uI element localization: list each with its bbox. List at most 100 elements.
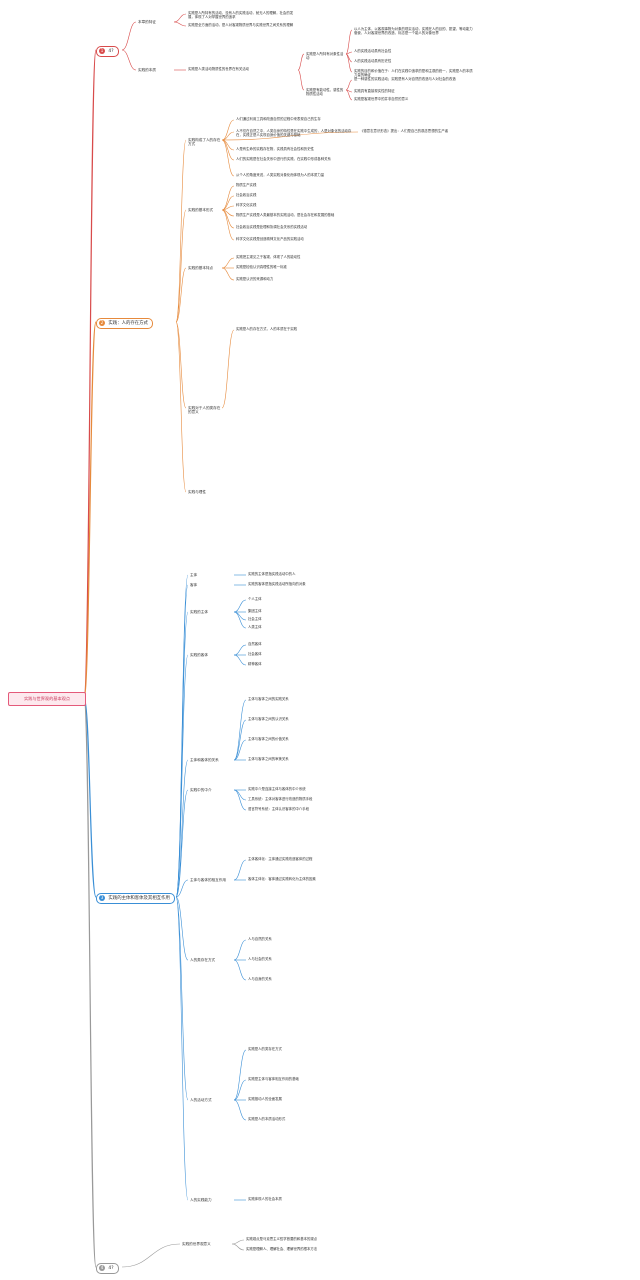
b3-item-7[interactable]: 社会客体 xyxy=(248,652,262,656)
b3-label-7[interactable]: 人的类存在方式 xyxy=(190,958,216,962)
b3-item-13[interactable]: 实践中介是连接主体与客体的中介系统 xyxy=(248,787,306,791)
b3-item-4[interactable]: 社会主体 xyxy=(248,617,262,621)
b1-item-6[interactable]: 人的实践活动具有历史性 xyxy=(354,59,392,63)
b2-label-1[interactable]: 实践的基本形式 xyxy=(188,208,214,212)
connector-line xyxy=(175,321,187,409)
connector-line xyxy=(175,896,189,961)
branch-2[interactable]: 2 实践：人的存在方式 xyxy=(96,318,153,329)
b3-label-6[interactable]: 主体与客体的相互作用 xyxy=(190,878,226,882)
connector-line xyxy=(297,69,305,91)
b2-item-14[interactable]: 实践是认识的来源和动力 xyxy=(236,277,274,281)
b2-item-8[interactable]: 科学文化实践 xyxy=(236,203,257,207)
b3-item-18[interactable]: 人与自然的关系 xyxy=(248,937,272,941)
b2-item-15[interactable]: 实践是人的存在方式，人的本质在于实践 xyxy=(236,327,298,331)
b3-item-20[interactable]: 人与自身的关系 xyxy=(248,977,272,981)
b3-item-19[interactable]: 人与社会的关系 xyxy=(248,957,272,961)
b3-item-21[interactable]: 实践是人的类存在方式 xyxy=(248,1047,282,1051)
b3-item-6[interactable]: 自然客体 xyxy=(248,642,262,646)
b2-item-13[interactable]: 实践是检验认识真理性的唯一标准 xyxy=(236,265,287,269)
b2-item-7[interactable]: 社会政治实践 xyxy=(236,193,257,197)
b3-label-5[interactable]: 实践中的中介 xyxy=(190,788,212,792)
branch-1[interactable]: 1 4? xyxy=(96,46,119,57)
b1-item-5[interactable]: 人的实践活动具有社会性 xyxy=(354,49,392,53)
b3-item-1[interactable]: 实践的客体是指实践活动所指向的对象 xyxy=(248,582,306,586)
b2-item-0[interactable]: 人们通过利用工具和改造自然的过程中来表现自己的生存 xyxy=(236,117,321,121)
b3-label-2[interactable]: 实践的主体 xyxy=(190,610,208,614)
b3-label-3[interactable]: 实践的客体 xyxy=(190,653,208,657)
connector-line xyxy=(221,139,235,177)
b1-item-11[interactable]: 实践是客观世界中的并非自然的意义 xyxy=(354,97,409,101)
b3-label-9[interactable]: 人的实践能力 xyxy=(190,1198,212,1202)
b4-label-0[interactable]: 实践的世界观意义 xyxy=(182,1242,211,1246)
b3-label-8[interactable]: 人的活动方式 xyxy=(190,1098,212,1102)
b2-label-3[interactable]: 实践对于人的类存在的意义 xyxy=(188,406,221,415)
connector-line xyxy=(231,1239,245,1245)
b3-item-23[interactable]: 实践推动人的全面发展 xyxy=(248,1097,282,1101)
connector-line xyxy=(221,267,235,281)
b1-item-7[interactable]: 实践的目的和价值在于：人们在实践中追求的是和主观的统一，实践是人的本质力量的确证 xyxy=(354,69,473,78)
connector-line xyxy=(83,321,97,699)
b3-item-5[interactable]: 人类主体 xyxy=(248,625,262,629)
b3-item-10[interactable]: 主体与客体之间的认识关系 xyxy=(248,717,289,721)
b1-item-0[interactable]: 实践是人所特有的活动，没有人的实践活动，就无人的理解，社会的发展，体现了人对掌握… xyxy=(188,11,294,20)
connector-line xyxy=(221,257,235,269)
connector-line xyxy=(175,321,187,493)
b3-item-12[interactable]: 主体与客体之间的审美关系 xyxy=(248,757,289,761)
b3-label-0[interactable]: 主体 xyxy=(190,573,198,577)
b4-item-0[interactable]: 实践观点是马克思主义哲学首要的和基本的观点 xyxy=(246,1237,318,1241)
b3-item-2[interactable]: 个人主体 xyxy=(248,597,262,601)
b2-item-11[interactable]: 科学文化实践是创造精神文化产品的实践活动 xyxy=(236,237,304,241)
b2-item-10[interactable]: 社会政治实践是处理和协调社会关系的实践活动 xyxy=(236,225,308,229)
b2-item-6[interactable]: 物质生产实践 xyxy=(236,183,257,187)
b3-label-4[interactable]: 主体和客体的关系 xyxy=(190,758,219,762)
b3-item-16[interactable]: 主体客体化：主体通过实践改造客体的过程 xyxy=(248,857,313,861)
connector-line xyxy=(121,1243,181,1268)
b3-item-22[interactable]: 实践是主体与客体相互作用的基础 xyxy=(248,1077,299,1081)
b3-item-17[interactable]: 客体主体化：客体通过实践转化为主体的因素 xyxy=(248,877,316,881)
b1-item-1[interactable]: 实践是全方面的活动，是人对客观物质世界与实践世界之间关系的理解 xyxy=(188,23,294,27)
b1-item-10[interactable]: 实践具有直接现实性的特征 xyxy=(354,89,395,93)
b2-item-4[interactable]: 人们的实践是在社会关系中进行的实践，在实践中形成各种关系 xyxy=(236,157,331,161)
b2-item-12[interactable]: 实践把主观见之于客观，体现了人的能动性 xyxy=(236,255,301,259)
b3-item-14[interactable]: 工具系统：主体对客体进行改造的物质手段 xyxy=(248,797,313,801)
b1-item-4[interactable]: 以人为主体，以客观事物为对象的现实活动，实践在人的目的、愿望，等动能力驱使，人对… xyxy=(354,27,473,36)
b2-item-5[interactable]: 从个人的角度来说，人类实践对象化而体现为人的本质力量 xyxy=(236,173,325,177)
b2-label-4[interactable]: 实践与理性 xyxy=(188,490,206,494)
branch-2-label: 实践：人的存在方式 xyxy=(108,321,148,326)
connector-line xyxy=(221,131,359,141)
connector-line xyxy=(83,697,97,898)
b1-item-9[interactable]: 是一种感性的实践活动；实践是有人对自然的改造与人对社会的改造 xyxy=(354,77,456,81)
root-node[interactable]: 实践与世界观的基本观点 xyxy=(8,692,86,706)
b2-item-9[interactable]: 物质生产实践是人类最基本的实践活动，是社会存在和发展的基础 xyxy=(236,213,335,217)
b1-label-1[interactable]: 实践的本质 xyxy=(138,68,156,72)
branch-3[interactable]: 3 实践的主体和客体及其相互作用 xyxy=(96,893,175,904)
b3-item-8[interactable]: 精神客体 xyxy=(248,662,262,666)
b3-item-24[interactable]: 实践是人的本质活动形式 xyxy=(248,1117,286,1121)
connector-line xyxy=(345,79,353,91)
b2-label-0[interactable]: 实践构成了人的存在方式 xyxy=(188,138,221,147)
b2-label-2[interactable]: 实践的基本特点 xyxy=(188,266,214,270)
b2-item-1[interactable]: 人不仅在自然之中，人类自身的特性是在实践中生成的，人是对象化的活动存在，实践正是… xyxy=(236,129,352,138)
connector-line xyxy=(175,139,187,323)
b3-item-3[interactable]: 集团主体 xyxy=(248,609,262,613)
b2-item-2[interactable]: 《德意志意识形态》提出：人们是自己的观念思想的生产者 xyxy=(360,129,449,133)
connector-line xyxy=(121,49,137,71)
branch-4[interactable]: 4 4? xyxy=(96,1263,119,1274)
b3-item-9[interactable]: 主体与客体之间的实践关系 xyxy=(248,697,289,701)
b3-item-11[interactable]: 主体与客体之间的价值关系 xyxy=(248,737,289,741)
b1-label-0[interactable]: 本章的特征 xyxy=(138,20,156,24)
b3-item-25[interactable]: 实践体现人的社会本质 xyxy=(248,1197,282,1201)
branch-3-number: 3 xyxy=(99,894,105,901)
b1-sub-3[interactable]: 实践是人所特有对象性活动 xyxy=(306,52,344,61)
b1-item-2[interactable]: 实践是人类活动物质性的世界在有关活动 xyxy=(188,67,250,71)
connector-line xyxy=(175,896,189,1201)
b3-item-15[interactable]: 语言符号系统：主体认识客体的中介手段 xyxy=(248,807,310,811)
b2-item-3[interactable]: 人是有生命的实践存在物，实践具有社会性和历史性 xyxy=(236,147,314,151)
connector-line xyxy=(233,959,247,981)
b3-label-1[interactable]: 客体 xyxy=(190,583,198,587)
connector-line xyxy=(221,329,235,409)
b3-item-0[interactable]: 实践的主体是指实践活动中的人 xyxy=(248,572,296,576)
b4-item-1[interactable]: 实践是理解人、理解社会、理解世界的根本方法 xyxy=(246,1247,318,1251)
connector-line xyxy=(233,611,247,629)
b1-sub-8[interactable]: 实践是有能动性、感性的物质性活动 xyxy=(306,88,344,97)
